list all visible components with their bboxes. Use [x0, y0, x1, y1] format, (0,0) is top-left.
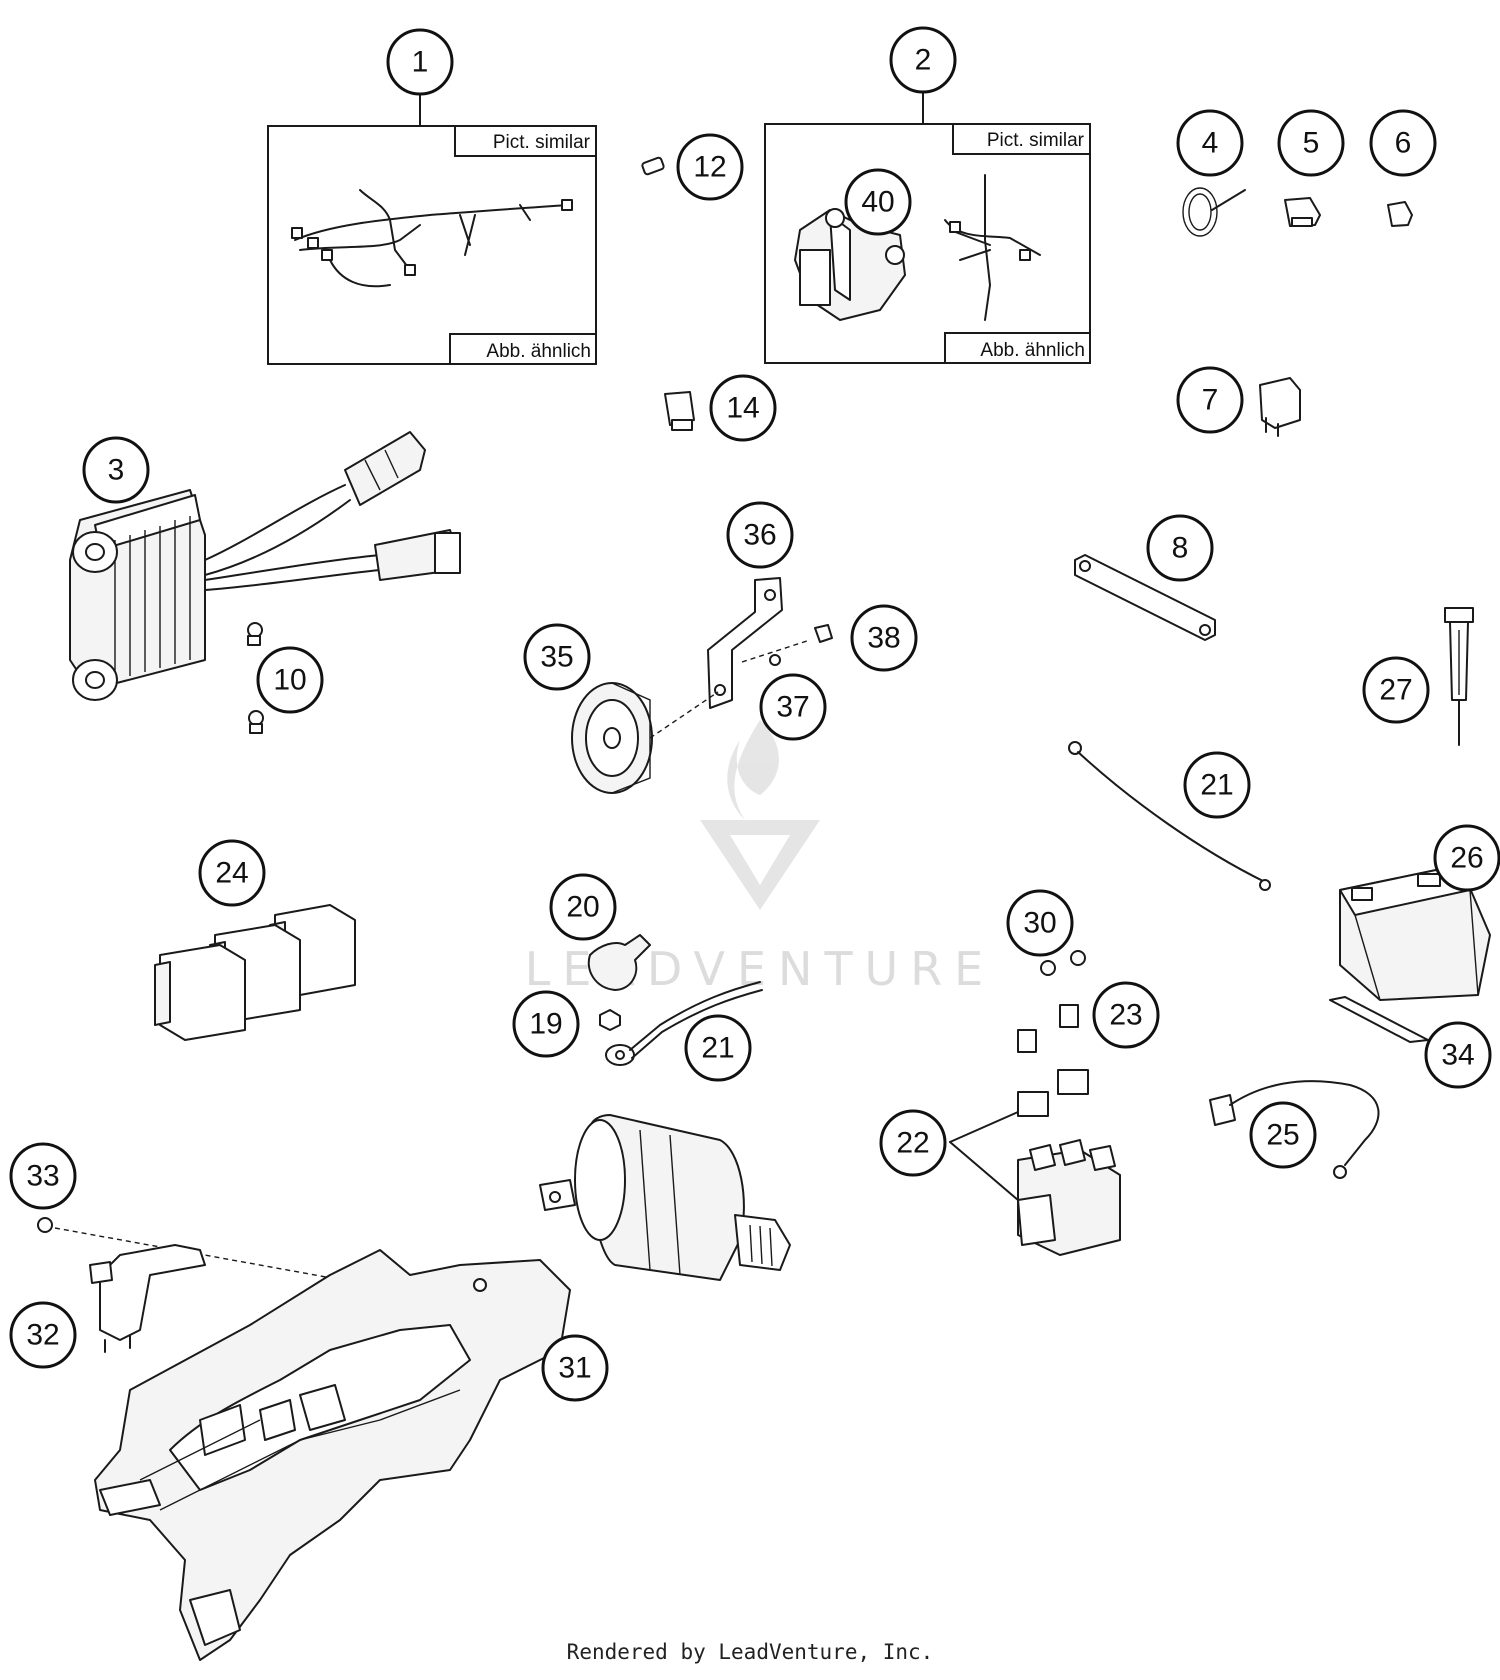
callout-21-lower: 21 [684, 1014, 752, 1082]
part-7-relay [1259, 377, 1301, 437]
callout-36: 36 [726, 501, 794, 569]
part-1-wiring-harness: Pict. similar Abb. ähnlich [267, 94, 597, 365]
callout-32: 32 [9, 1301, 77, 1369]
callout-30-label: 30 [1023, 907, 1056, 940]
callout-35-label: 35 [540, 641, 573, 674]
callout-36-label: 36 [743, 519, 776, 552]
callout-12: 12 [676, 133, 744, 201]
part-21-ground-cable [1068, 741, 1271, 891]
part-8-strap [1074, 554, 1216, 641]
callout-4-label: 4 [1202, 127, 1219, 160]
part-12-connector [641, 156, 665, 176]
callout-30: 30 [1006, 889, 1074, 957]
callout-3: 3 [82, 436, 150, 504]
part-4-cable-tie [1182, 187, 1246, 237]
callout-5: 5 [1277, 109, 1345, 177]
part-2-harness-bracket: Pict. similar Abb. ähnlich [764, 91, 1091, 364]
part-24-relays [154, 904, 356, 1041]
callout-12-label: 12 [693, 151, 726, 184]
callout-21-upper-label: 21 [1200, 769, 1233, 802]
pict-similar-label: Pict. similar [493, 132, 591, 153]
part-35-horn [571, 682, 653, 794]
part-36-horn-bracket [649, 577, 833, 739]
callout-33-label: 33 [26, 1160, 59, 1193]
callout-20-label: 20 [566, 891, 599, 924]
callout-14: 14 [709, 374, 777, 442]
part-5-clip [1284, 197, 1321, 227]
part-25-battery-cable [1209, 1080, 1380, 1179]
callout-4: 4 [1176, 109, 1244, 177]
callout-2: 2 [889, 26, 957, 94]
callout-34: 34 [1424, 1021, 1492, 1089]
callout-38: 38 [850, 604, 918, 672]
callout-31-label: 31 [558, 1352, 591, 1385]
callout-31: 31 [541, 1334, 609, 1402]
callout-40-label: 40 [861, 186, 894, 219]
callout-6-label: 6 [1395, 127, 1412, 160]
callout-32-label: 32 [26, 1319, 59, 1352]
callout-1-label: 1 [412, 46, 429, 79]
callout-21-lower-label: 21 [701, 1032, 734, 1065]
callout-8-label: 8 [1172, 532, 1189, 565]
callout-24-label: 24 [215, 857, 248, 890]
part-3-voltage-regulator [69, 431, 461, 701]
callout-24: 24 [198, 839, 266, 907]
callout-10: 10 [256, 646, 324, 714]
callout-3-label: 3 [108, 454, 125, 487]
callout-40: 40 [844, 168, 912, 236]
part-23-fuses [1017, 1004, 1079, 1053]
starter-motor [539, 1114, 791, 1281]
callout-14-label: 14 [726, 392, 759, 425]
part-31-battery-box [94, 1249, 571, 1661]
callout-1: 1 [386, 28, 454, 96]
callout-8: 8 [1146, 514, 1214, 582]
callout-38-label: 38 [867, 622, 900, 655]
callout-23: 23 [1092, 981, 1160, 1049]
footer-credit: Rendered by LeadVenture, Inc. [566, 1640, 934, 1664]
callout-25: 25 [1249, 1101, 1317, 1169]
callout-7-label: 7 [1202, 384, 1219, 417]
callout-26: 26 [1433, 824, 1500, 892]
pict-similar-label-2: Pict. similar [987, 130, 1085, 151]
callout-10-label: 10 [273, 664, 306, 697]
callout-7: 7 [1176, 366, 1244, 434]
callout-22: 22 [879, 1109, 947, 1177]
part-20-terminal-cap [587, 934, 651, 991]
part-30-screws [1040, 950, 1086, 976]
part-10-screws [247, 622, 264, 734]
callout-21-upper: 21 [1183, 751, 1251, 819]
part-34-battery-pad [1329, 996, 1429, 1043]
callout-33: 33 [9, 1142, 77, 1210]
callout-35: 35 [523, 623, 591, 691]
part-14-connector [664, 391, 695, 431]
part-19-nut [599, 1009, 621, 1031]
callout-27: 27 [1362, 656, 1430, 724]
callout-37-label: 37 [776, 691, 809, 724]
abb-aehnlich-label: Abb. ähnlich [486, 341, 591, 362]
callout-26-label: 26 [1450, 842, 1483, 875]
part-21-starter-cable [605, 981, 763, 1066]
abb-aehnlich-label-2: Abb. ähnlich [980, 340, 1085, 361]
part-22-starter-relay [949, 1069, 1121, 1256]
callout-37: 37 [759, 673, 827, 741]
callout-19: 19 [512, 990, 580, 1058]
part-27-rubber-strap [1444, 607, 1474, 746]
callout-19-label: 19 [529, 1008, 562, 1041]
callout-5-label: 5 [1303, 127, 1320, 160]
callout-6: 6 [1369, 109, 1437, 177]
callout-23-label: 23 [1109, 999, 1142, 1032]
callout-27-label: 27 [1379, 674, 1412, 707]
part-32-sensor [89, 1244, 206, 1353]
callout-34-label: 34 [1441, 1039, 1474, 1072]
callout-20: 20 [549, 873, 617, 941]
callout-22-label: 22 [896, 1127, 929, 1160]
callout-25-label: 25 [1266, 1119, 1299, 1152]
part-6-clip [1387, 201, 1413, 227]
callout-2-label: 2 [915, 44, 932, 77]
